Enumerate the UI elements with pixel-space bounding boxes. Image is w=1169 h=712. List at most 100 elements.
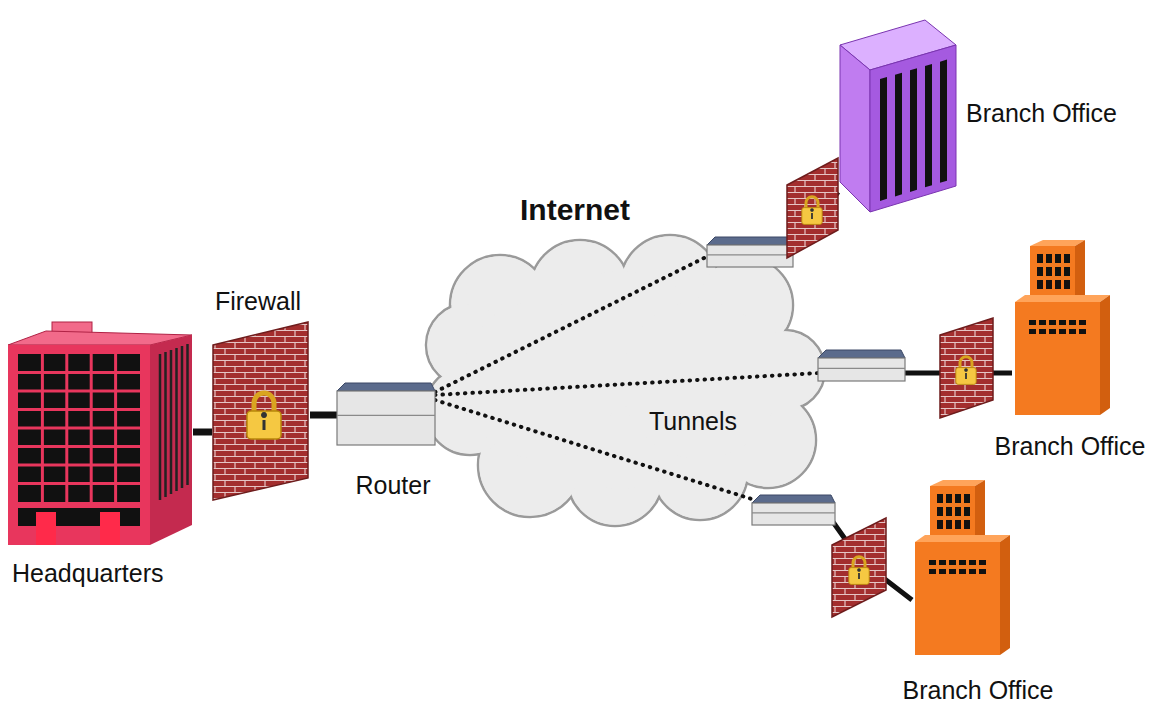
window (946, 520, 952, 529)
router-seam (707, 254, 793, 255)
window (949, 569, 956, 574)
window (949, 560, 956, 565)
window (964, 494, 970, 503)
window-transom (18, 427, 140, 430)
padlock-shackle (853, 557, 865, 569)
window (1039, 329, 1046, 334)
padlock (802, 197, 822, 225)
window (939, 560, 946, 565)
router-icon (818, 350, 905, 381)
window (1055, 267, 1061, 276)
block-side (1100, 295, 1110, 415)
padlock-keyhole (261, 412, 267, 430)
side-window (181, 346, 184, 488)
window (937, 520, 943, 529)
tunnel-dots (435, 373, 819, 395)
firewall-icon (940, 318, 993, 418)
window-transom (18, 445, 140, 448)
tunnel-dots (435, 400, 755, 500)
brick-wall (787, 158, 838, 258)
router-body (752, 503, 835, 525)
window (1055, 280, 1061, 289)
window-transom (18, 371, 140, 374)
router-top (818, 350, 905, 358)
firewall-icon (787, 158, 838, 258)
tunnel-dots (435, 256, 708, 392)
firewall-node: Firewall (212, 320, 310, 502)
router-body (707, 245, 793, 267)
cloud-fill (461, 301, 618, 458)
padlock (956, 357, 976, 385)
branch-tower (840, 20, 956, 212)
window-stripe (940, 60, 947, 183)
block-side (1000, 535, 1010, 655)
branch-office-node: Branch Office (1012, 238, 1112, 418)
brick-wall (940, 318, 993, 418)
window (1037, 254, 1043, 263)
window-transom (18, 408, 140, 411)
router-icon (707, 237, 793, 267)
window (929, 560, 936, 565)
node-label: Tunnels (649, 408, 737, 436)
padlock-body (247, 411, 281, 439)
window (1064, 254, 1070, 263)
padlock-shackle (254, 393, 274, 413)
window (1064, 280, 1070, 289)
cable (310, 412, 337, 419)
window (959, 569, 966, 574)
window (1039, 320, 1046, 325)
window (1049, 329, 1056, 334)
window (955, 520, 961, 529)
branch-office-node: Branch Office (838, 20, 956, 215)
window (959, 560, 966, 565)
door (36, 512, 56, 545)
node-label: Branch Office (966, 100, 1117, 128)
node-label: Router (355, 472, 430, 500)
node-label: Branch Office (903, 677, 1054, 705)
side-face (150, 335, 192, 545)
front-face (870, 45, 956, 212)
padlock-keyhole (857, 568, 861, 579)
internet-cloud-node: InternetTunnels (430, 232, 820, 517)
window (1064, 267, 1070, 276)
router-top (752, 495, 835, 503)
router-seam (752, 512, 835, 513)
router-icon (337, 383, 435, 445)
node-label: Headquarters (12, 560, 163, 588)
internet-cloud (425, 235, 825, 526)
router-body (337, 391, 435, 445)
window (964, 520, 970, 529)
window (937, 494, 943, 503)
padlock-body (849, 568, 869, 585)
firewall-icon (832, 518, 886, 617)
node-label: Branch Office (995, 433, 1146, 461)
window (1049, 320, 1056, 325)
window (1046, 280, 1052, 289)
router-body (818, 358, 905, 381)
front-face (8, 345, 150, 545)
padlock (247, 393, 281, 439)
cloud-title: Internet (520, 193, 630, 226)
padlock-keyhole (964, 368, 968, 379)
branch-office-node: Branch Office (912, 478, 1012, 658)
window (969, 569, 976, 574)
branch-building (1015, 240, 1110, 415)
cloud-fill (621, 301, 778, 458)
firewall-icon (213, 322, 308, 500)
side-window (159, 354, 162, 500)
window-stripe (925, 64, 932, 187)
window-transom (18, 482, 140, 485)
window-stripe (895, 73, 902, 197)
side-window (170, 350, 173, 494)
window (979, 560, 986, 565)
padlock (849, 557, 869, 585)
network-cable (310, 415, 337, 416)
hq-building-node: Headquarters (8, 322, 193, 547)
padlock-keyhole (810, 208, 814, 219)
block (915, 542, 1000, 655)
router-seam (818, 368, 905, 369)
window (955, 494, 961, 503)
block (1015, 302, 1100, 415)
window-stripe (910, 68, 917, 192)
